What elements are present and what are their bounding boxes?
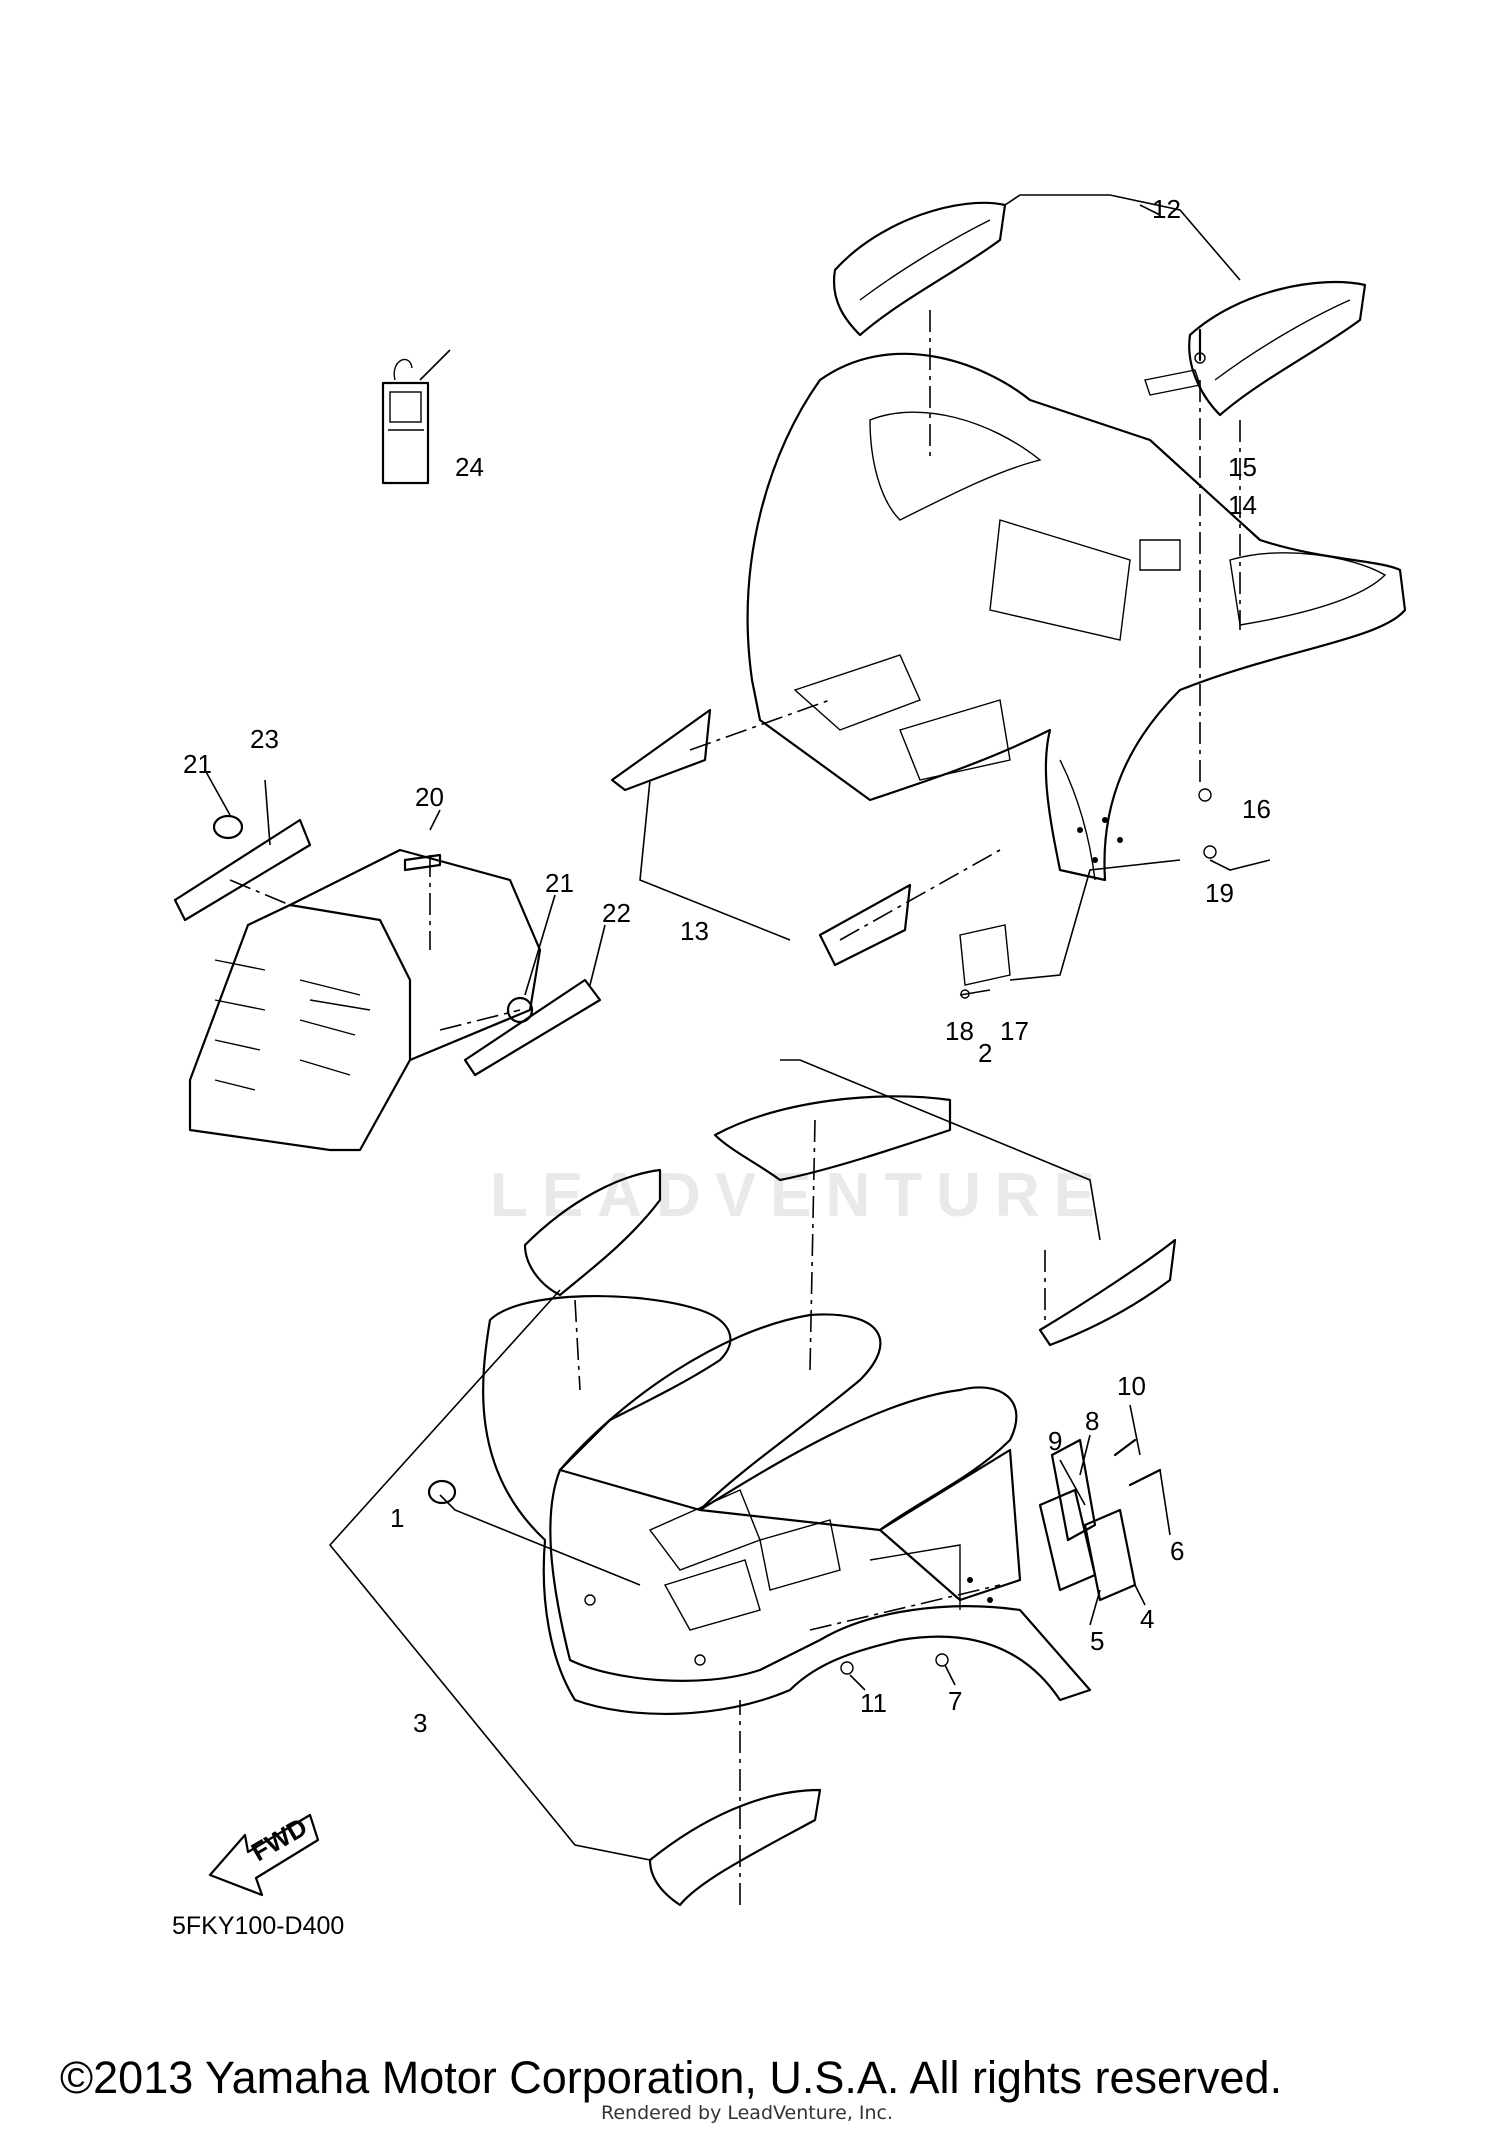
callout-11: 11 — [860, 1688, 887, 1718]
callout-17: 17 — [1000, 1016, 1029, 1046]
callout-2: 2 — [978, 1038, 992, 1068]
callout-12: 12 — [1152, 194, 1181, 224]
callout-23: 23 — [250, 724, 279, 754]
copyright-text: ©2013 Yamaha Motor Corporation, U.S.A. A… — [60, 2052, 1283, 2103]
callout-21-left: 21 — [183, 749, 212, 779]
fwd-arrow: FWD — [208, 1812, 320, 1897]
callout-14: 14 — [1228, 490, 1257, 520]
callout-3: 3 — [413, 1708, 427, 1738]
callout-1: 1 — [390, 1503, 404, 1533]
callout-15: 15 — [1228, 452, 1257, 482]
diagram-code: 5FKY100-D400 — [172, 1912, 345, 1940]
callout-10: 10 — [1117, 1371, 1146, 1401]
decal-13 — [610, 708, 912, 967]
front-fender — [482, 1294, 1092, 1716]
callout-16: 16 — [1242, 794, 1271, 824]
callout-13: 13 — [680, 916, 709, 946]
decal-3 — [523, 1168, 822, 1907]
callout-8: 8 — [1085, 1406, 1099, 1436]
callout-9: 9 — [1048, 1426, 1062, 1456]
tag-24 — [381, 358, 430, 485]
rear-fender — [746, 352, 1407, 882]
small-parts-front — [427, 1438, 1162, 1675]
callout-20: 20 — [415, 782, 444, 812]
callout-6: 6 — [1170, 1536, 1184, 1566]
decal-12-left — [832, 201, 1007, 337]
callout-numbers: 1 2 3 4 5 6 7 8 9 10 11 12 13 14 15 16 1… — [183, 194, 1271, 1738]
callout-19: 19 — [1205, 878, 1234, 908]
decal-12-right — [1188, 280, 1367, 417]
rendered-by-text: Rendered by LeadVenture, Inc. — [601, 2102, 894, 2124]
callout-22: 22 — [602, 898, 631, 928]
decal-2 — [713, 1095, 1177, 1347]
callout-21-right: 21 — [545, 868, 574, 898]
callout-4: 4 — [1140, 1604, 1154, 1634]
small-parts-rear — [959, 328, 1217, 999]
leader-lines — [204, 194, 1271, 1905]
callout-18: 18 — [945, 1016, 974, 1046]
callout-24: 24 — [455, 452, 484, 482]
callout-5: 5 — [1090, 1626, 1104, 1656]
callout-7: 7 — [948, 1686, 962, 1716]
visor-assembly — [173, 814, 602, 1152]
